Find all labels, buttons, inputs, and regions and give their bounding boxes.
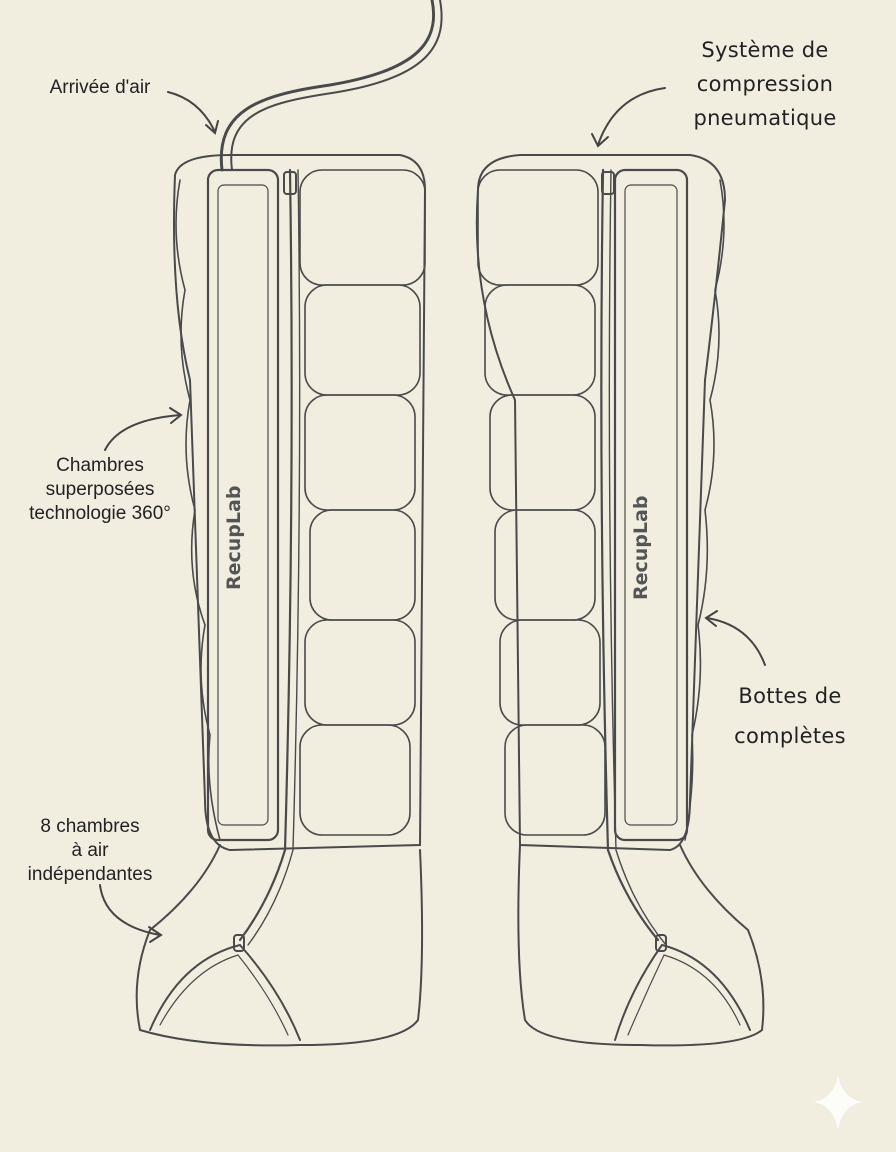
label-line: Bottes de [738, 684, 842, 708]
svg-text:RecupLab: RecupLab [223, 486, 245, 590]
label-line: pneumatique [693, 106, 837, 130]
arrow-eight-chambers [99, 884, 161, 936]
label-line: technologie 360° [29, 503, 171, 524]
svg-text:RecupLab: RecupLab [630, 496, 652, 600]
label-line: Chambres [56, 455, 144, 476]
label-line: 8 chambres [40, 816, 140, 837]
left-boot [135, 154, 427, 1047]
label-full-boots: Bottes de complètes [705, 676, 875, 756]
arrow-pneumatic [597, 87, 666, 146]
label-line: indépendantes [27, 864, 153, 885]
label-air-inlet: Arrivée d'air [49, 77, 151, 98]
air-hose [219, 0, 436, 172]
label-line: Système de [701, 38, 829, 62]
arrow-chambers-360 [104, 414, 181, 451]
label-line: compression [696, 72, 834, 96]
logo-left: RecupLab [223, 486, 245, 590]
right-boot [475, 154, 765, 1047]
label-pneumatic-system: Système de compression pneumatique [665, 33, 865, 135]
sparkle-icon [814, 1075, 862, 1130]
label-line: complètes [734, 724, 846, 748]
label-chambers-360: Chambres superposées technologie 360° [0, 454, 200, 526]
arrow-full-boots [706, 617, 766, 666]
label-line: superposées [45, 479, 155, 500]
arrow-air-inlet [167, 91, 216, 133]
label-line: à air [71, 840, 109, 861]
right-foot [517, 844, 765, 1047]
logo-right: RecupLab [630, 496, 652, 600]
label-eight-chambers: 8 chambres à air indépendantes [0, 815, 180, 887]
